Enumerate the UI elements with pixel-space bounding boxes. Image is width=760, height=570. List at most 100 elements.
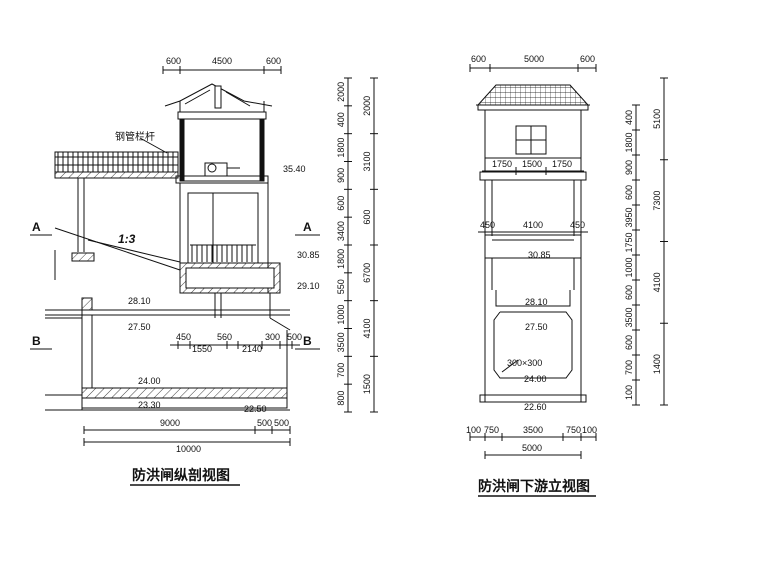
right-vdim-inner-3: 600	[624, 185, 634, 200]
section-b-left: B	[32, 334, 41, 348]
right-vdim-inner-9: 600	[624, 335, 634, 350]
right-view-labels: 600 5000 600 1750 1500 1750 450 4100 450…	[466, 54, 662, 495]
r-dim-inner-4100: 4100	[523, 220, 543, 230]
right-vdim-inner-8: 3500	[624, 307, 634, 327]
dim-bottom-10000: 10000	[176, 444, 201, 454]
right-vdim-outer-2: 4100	[652, 272, 662, 292]
elev-29-10: 29.10	[297, 281, 320, 291]
left-view-labels: 600 4500 600 钢管栏杆 1:3 A A B B 35.40 30.8…	[32, 56, 372, 484]
section-a-left: A	[32, 220, 41, 234]
right-vdim-outer-3: 1400	[652, 354, 662, 374]
r-dim-inner-450a: 450	[480, 220, 495, 230]
r-elev-22-60: 22.60	[524, 402, 547, 412]
dim-top-600a: 600	[166, 56, 181, 66]
left-vdim-inner-5: 3400	[336, 221, 346, 241]
right-gatehouse-roof	[476, 84, 590, 111]
downstream-elevation-view	[469, 64, 668, 497]
section-b-right: B	[303, 334, 312, 348]
gatehouse-roof	[164, 83, 273, 120]
right-vdim-inner-2: 900	[624, 160, 634, 175]
dim-mid-1550: 1550	[192, 344, 212, 354]
right-dimension-lines	[469, 167, 597, 459]
left-vdim-outer-4: 4100	[362, 318, 372, 338]
r-dim-top-600b: 600	[580, 54, 595, 64]
right-vdim-inner-6: 1000	[624, 257, 634, 277]
r-dim-bottom-5000: 5000	[522, 443, 542, 453]
longitudinal-section-view	[30, 66, 378, 486]
left-vdim-outer-0: 2000	[362, 96, 372, 116]
r-elev-24-00: 24.00	[524, 374, 547, 384]
embankment-slope	[54, 227, 181, 280]
dim-bottom-500a: 500	[257, 418, 272, 428]
right-vdim-inner-10: 700	[624, 360, 634, 375]
gate-pier	[179, 182, 281, 318]
right-vdim-inner-11: 100	[624, 385, 634, 400]
left-bottom-dimension	[83, 426, 291, 446]
section-marks	[30, 234, 320, 350]
left-vdim-outer-1: 3100	[362, 151, 372, 171]
elev-23-30: 23.30	[138, 400, 161, 410]
steel-railing-bridge	[54, 137, 179, 252]
r-dim-bottom-750a: 750	[484, 425, 499, 435]
left-vdim-outer-2: 600	[362, 210, 372, 225]
r-dim-window-1500: 1500	[522, 159, 542, 169]
dim-top-600b: 600	[266, 56, 281, 66]
dim-bottom-9000: 9000	[160, 418, 180, 428]
dim-mid-300: 300	[265, 332, 280, 342]
dim-mid-450: 450	[176, 332, 191, 342]
dim-top-4500: 4500	[212, 56, 232, 66]
elev-35-40: 35.40	[283, 164, 306, 174]
right-vdim-inner-1: 1800	[624, 132, 634, 152]
right-vdim-inner-5: 1750	[624, 232, 634, 252]
r-dim-bottom-100a: 100	[466, 425, 481, 435]
left-vdim-inner-8: 1000	[336, 305, 346, 325]
left-vdim-inner-4: 600	[336, 196, 346, 211]
r-dim-bottom-750b: 750	[566, 425, 581, 435]
dim-mid-560: 560	[217, 332, 232, 342]
elev-27-50: 27.50	[128, 322, 151, 332]
right-vdim-outer-0: 5100	[652, 109, 662, 129]
r-dim-bottom-100b: 100	[582, 425, 597, 435]
left-vdim-inner-11: 800	[336, 391, 346, 406]
right-vdim-outer-1: 7300	[652, 191, 662, 211]
left-vdim-inner-1: 400	[336, 112, 346, 127]
left-vdim-inner-0: 2000	[336, 82, 346, 102]
left-mid-dimension	[170, 341, 300, 349]
culvert-size-label: 300×300	[507, 358, 542, 368]
slope-label: 1:3	[118, 232, 136, 246]
railing-label: 钢管栏杆	[115, 130, 155, 143]
left-top-dimension	[162, 66, 282, 74]
left-vdim-inner-6: 1800	[336, 249, 346, 269]
left-vdim-outer-5: 1500	[362, 374, 372, 394]
r-dim-window-1750a: 1750	[492, 159, 512, 169]
right-vertical-dimensions	[632, 77, 668, 406]
dim-mid-500: 500	[287, 332, 302, 342]
left-vdim-inner-7: 550	[336, 279, 346, 294]
elev-24-00: 24.00	[138, 376, 161, 386]
right-vdim-inner-0: 400	[624, 110, 634, 125]
right-top-dimension	[469, 64, 597, 72]
r-dim-bottom-3500: 3500	[523, 425, 543, 435]
r-elev-27-50: 27.50	[525, 322, 548, 332]
right-vdim-inner-7: 600	[624, 285, 634, 300]
r-dim-top-5000: 5000	[524, 54, 544, 64]
right-view-title: 防洪闸下游立视图	[478, 478, 590, 495]
section-a-right: A	[303, 220, 312, 234]
r-elev-28-10: 28.10	[525, 297, 548, 307]
left-vdim-inner-10: 700	[336, 363, 346, 378]
right-gatehouse-body	[479, 109, 587, 181]
r-dim-window-1750b: 1750	[552, 159, 572, 169]
dim-mid-2140: 2140	[242, 344, 262, 354]
dim-bottom-500b: 500	[274, 418, 289, 428]
right-pier-body	[479, 179, 587, 403]
r-dim-top-600a: 600	[471, 54, 486, 64]
r-dim-inner-450b: 450	[570, 220, 585, 230]
left-vdim-inner-3: 900	[336, 168, 346, 183]
gatehouse-body	[175, 118, 269, 184]
elev-30-85: 30.85	[297, 250, 320, 260]
left-vdim-inner-2: 1800	[336, 138, 346, 158]
left-vertical-dimensions	[344, 77, 378, 413]
right-vdim-inner-4: 3950	[624, 207, 634, 227]
r-elev-30-85: 30.85	[528, 250, 551, 260]
